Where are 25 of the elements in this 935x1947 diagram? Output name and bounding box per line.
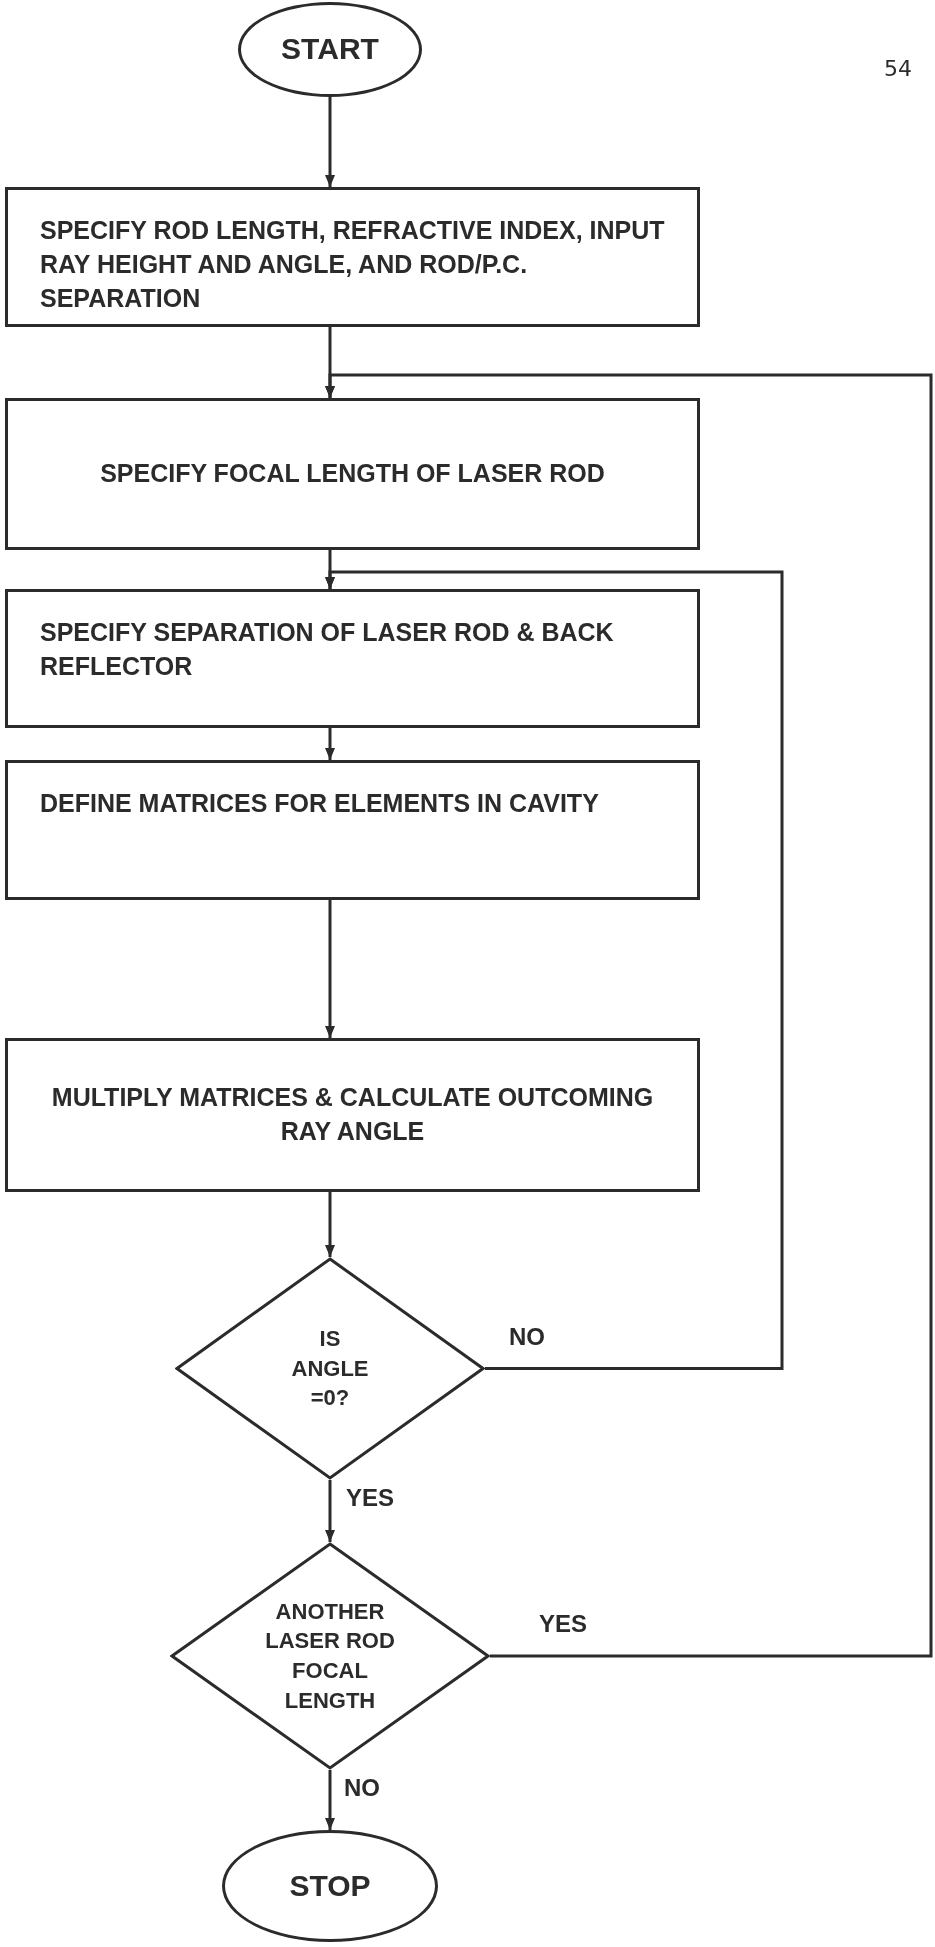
process-box: [5, 187, 700, 327]
page-number: 54: [884, 55, 912, 83]
node-text: SPECIFY FOCAL LENGTH OF LASER ROD: [100, 458, 605, 490]
node-text: DEFINE MATRICES FOR ELEMENTS IN CAVITY: [40, 788, 599, 819]
arrow: [325, 900, 335, 1038]
node-text: MULTIPLY MATRICES & CALCULATE OUTCOMING RAY ANGLE: [50, 1082, 655, 1147]
node-text: IS ANGLE =0?: [290, 1324, 370, 1413]
arrow: [325, 728, 335, 760]
process-box: [5, 398, 700, 550]
process-box: [5, 589, 700, 728]
arrow: [325, 1480, 335, 1542]
process-box: [5, 1038, 700, 1192]
node-text: SPECIFY ROD LENGTH, REFRACTIVE INDEX, INPUT RAY HEIGHT AND ANGLE, AND ROD/P.C. SEPARATION: [40, 215, 666, 314]
node-text: STOP: [289, 1867, 371, 1904]
process-box: [5, 760, 700, 900]
arrow: [325, 97, 335, 187]
node-text: ANOTHER LASER ROD FOCAL LENGTH: [264, 1597, 396, 1715]
decision-diamond: [175, 1257, 485, 1480]
decision-diamond: [170, 1542, 490, 1770]
arrow: [325, 373, 933, 1658]
arrow: [325, 1192, 335, 1257]
node-text: SPECIFY SEPARATION OF LASER ROD & BACK REFLECTOR: [40, 617, 615, 682]
arrow: [325, 1770, 335, 1830]
arrow: [325, 570, 784, 1370]
node-text: START: [281, 31, 379, 68]
